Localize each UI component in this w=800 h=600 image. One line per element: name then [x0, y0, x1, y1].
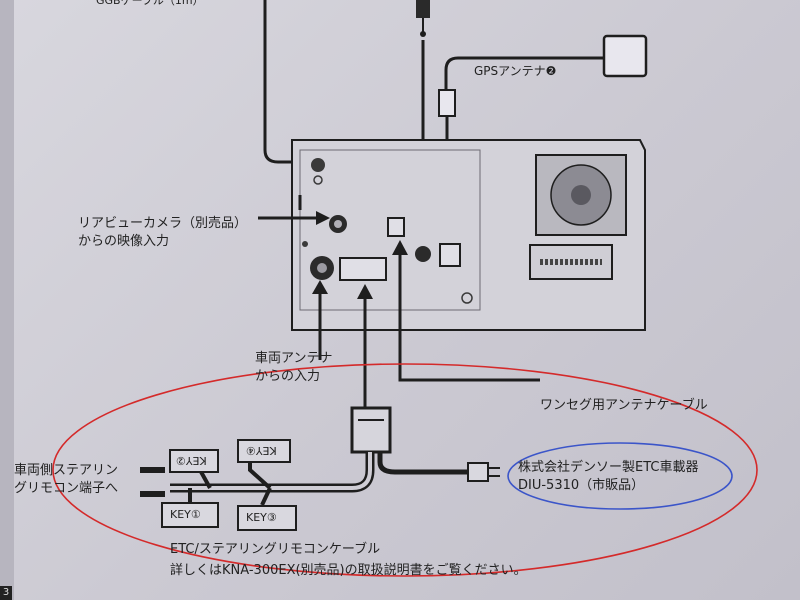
gps-port — [439, 243, 461, 267]
key2-connector — [169, 449, 219, 473]
etc-branch — [377, 452, 470, 475]
top-port — [415, 246, 431, 262]
key1-label: KEY① — [170, 508, 201, 521]
etc-arrow-head — [357, 284, 373, 299]
key3-label: KEY③ — [246, 511, 277, 524]
gps-connector — [438, 89, 456, 117]
top-cut-label: GGBケーブル（1m） — [96, 0, 204, 7]
rear-camera-label-2: からの映像入力 — [78, 234, 170, 249]
key2-label: KEY② — [176, 454, 207, 467]
blue-highlight-ellipse — [507, 442, 733, 510]
key3-connector — [237, 505, 297, 531]
rear-camera-jack-core — [334, 220, 342, 228]
vehicle-antenna-label-2: からの入力 — [255, 369, 321, 384]
screw-bottom — [461, 292, 473, 304]
cable-name-label: ETC/ステアリングリモコンケーブル — [170, 542, 381, 557]
note-label: 詳しくはKNA-300EX(別売品)の取扱説明書をご覧ください。 — [170, 563, 527, 578]
key1-connector — [161, 502, 219, 528]
vehicle-antenna-arrow-head — [312, 280, 328, 294]
rear-camera-label-1: リアビューカメラ（別売品） — [78, 216, 248, 231]
top-plug — [416, 0, 430, 18]
steering-remote-label-2: グリモコン端子へ — [14, 481, 119, 496]
etc-device-label-2: DIU-5310（市販品） — [518, 478, 645, 493]
key4-branch — [248, 460, 272, 490]
gps-antenna-label: GPSアンテナ❷ — [474, 64, 557, 78]
etc-cable-connector — [350, 406, 392, 454]
key4-connector — [237, 439, 291, 463]
cable-bundle-inner — [170, 452, 372, 490]
gps-antenna-box — [602, 34, 648, 78]
rear-camera-arrow-head — [316, 211, 330, 225]
vehicle-antenna-label-1: 車両アンテナ — [255, 351, 333, 366]
page-number: 3 — [0, 586, 12, 600]
unit-panel — [299, 149, 481, 311]
screw-left — [302, 241, 308, 247]
fan-hub — [571, 185, 591, 205]
top-plug-tip — [420, 31, 426, 37]
oneseg-arrow-head — [392, 240, 408, 255]
oneseg-arrow — [398, 252, 540, 382]
page-edge-shadow — [0, 0, 14, 600]
oneseg-cable-label: ワンセグ用アンテナケーブル — [540, 398, 708, 413]
etc-plug — [467, 462, 489, 482]
top-cable — [263, 0, 318, 164]
gps-cable — [444, 56, 604, 90]
steering-remote-label-1: 車両側ステアリン — [14, 463, 119, 478]
key3-branch — [260, 487, 272, 506]
red-highlight-ellipse — [52, 363, 758, 577]
screw-top — [311, 158, 325, 172]
vehicle-antenna-jack-core — [317, 263, 327, 273]
oneseg-port — [387, 217, 405, 237]
key4-label: KEY④ — [246, 444, 277, 457]
etc-device-label-1: 株式会社デンソー製ETC車載器 — [518, 460, 699, 475]
etc-port — [339, 257, 387, 281]
screw-small — [313, 175, 323, 185]
